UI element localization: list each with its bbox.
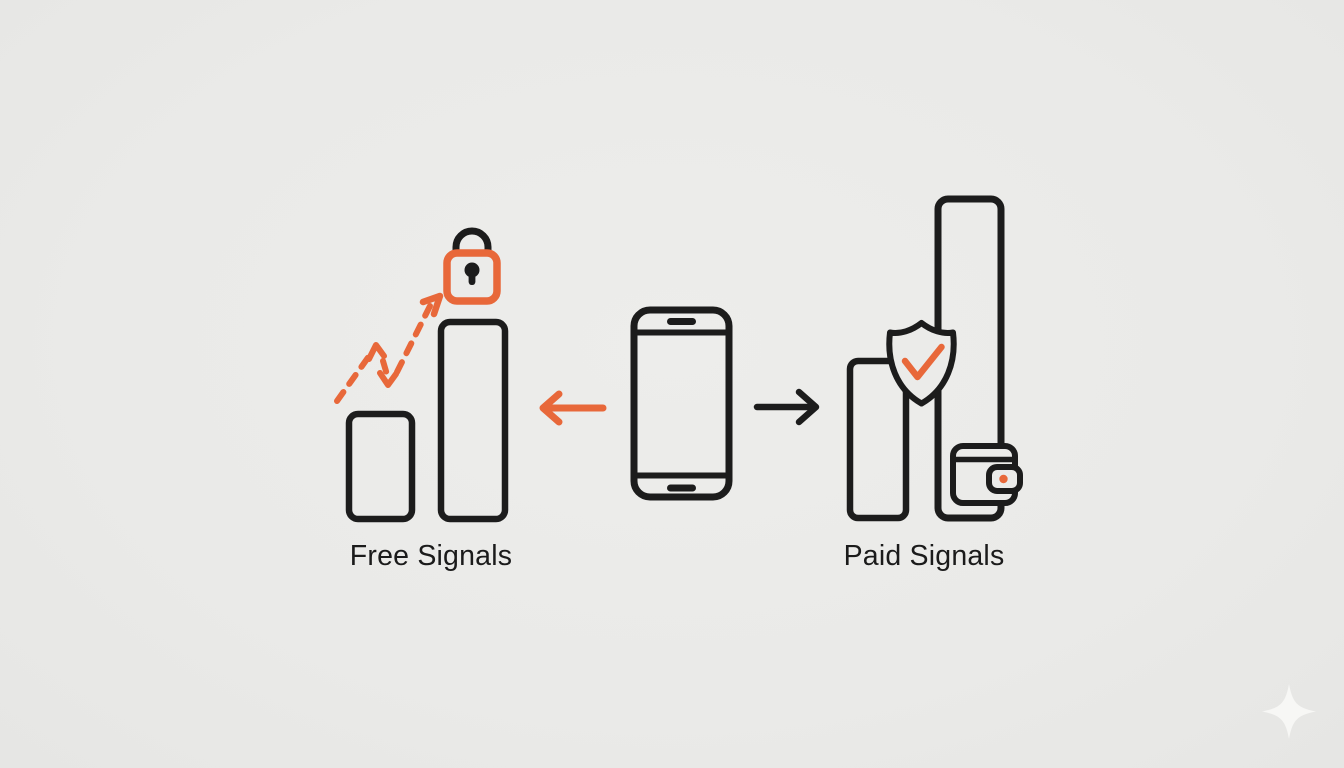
zigzag-peak-arrowhead <box>366 342 387 362</box>
shield-checkmark <box>901 343 945 381</box>
wallet-icon <box>950 443 1023 506</box>
lock-keyhole <box>464 262 480 278</box>
paid-signals-group <box>846 195 1023 522</box>
arrow-right-icon <box>753 388 820 426</box>
center-group <box>539 306 820 501</box>
bar-large-icon <box>437 318 509 523</box>
bar-medium-icon <box>846 357 910 522</box>
free-signals-group <box>334 227 509 523</box>
zigzag-dip-arrowhead <box>377 370 399 388</box>
shield-check-icon <box>886 320 957 407</box>
lock-keyhole-stem <box>468 274 476 285</box>
free-signals-label: Free Signals <box>349 540 513 572</box>
phone-body <box>630 306 733 501</box>
phone-home-button <box>667 484 696 492</box>
arrow-left-icon <box>539 390 607 426</box>
smartphone-icon <box>630 306 733 501</box>
phone-speaker <box>667 318 696 325</box>
sparkle-icon <box>1262 684 1316 739</box>
paid-signals-label: Paid Signals <box>843 540 1005 572</box>
wallet-clasp-dot <box>999 474 1008 484</box>
dashed-zigzag-growth-arrow-icon <box>334 292 444 404</box>
shield-outline <box>886 320 957 407</box>
zigzag-end-arrowhead <box>419 292 444 318</box>
lock-icon <box>443 227 501 305</box>
bar-small-icon <box>345 410 416 523</box>
lock-shackle <box>452 227 492 258</box>
